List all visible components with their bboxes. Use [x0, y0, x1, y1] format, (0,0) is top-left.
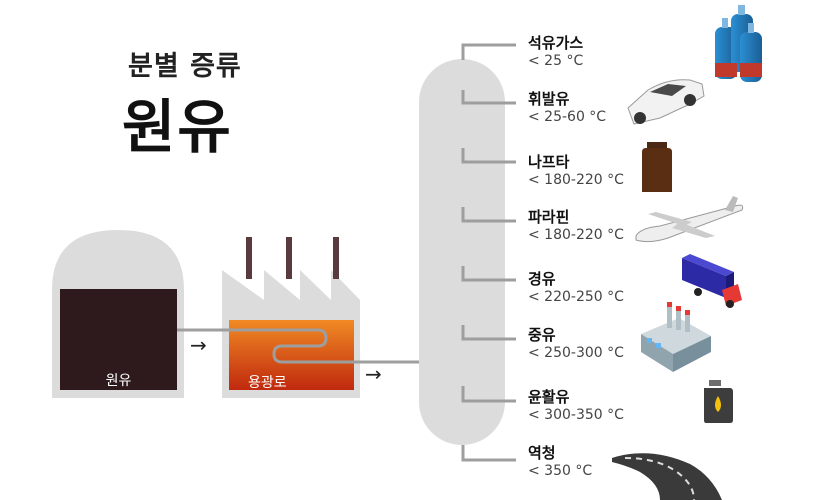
- product-temperature: < 25 °C: [528, 53, 584, 69]
- diagram-title: 원유: [122, 93, 233, 161]
- pipe-fuel-oil: [461, 325, 516, 341]
- pipe-paraffin: [461, 207, 516, 223]
- pipe-diesel: [461, 266, 516, 282]
- pipe-bitumen: [461, 445, 516, 462]
- chimney: [286, 237, 292, 279]
- furnace-label: 용광로: [248, 375, 287, 391]
- product-temperature: < 25-60 °C: [528, 109, 607, 125]
- product-temperature: < 180-220 °C: [528, 227, 624, 243]
- product-gasoline: 휘발유 < 25-60 °C: [528, 88, 606, 125]
- product-name: 석유가스: [528, 34, 584, 52]
- heating-coil-pipe: [177, 328, 420, 364]
- road-icon: [612, 453, 722, 500]
- product-name: 역청: [528, 444, 556, 462]
- flow-arrow: →: [190, 333, 207, 357]
- bottle-icon: [642, 142, 672, 192]
- product-diesel: 경유 < 220-250 °C: [528, 268, 624, 305]
- pipe-lubricating-oil: [461, 386, 516, 403]
- crude-oil-tank: [52, 230, 184, 398]
- product-temperature: < 180-220 °C: [528, 172, 624, 188]
- pipe-gasoline: [461, 90, 516, 105]
- diagram-subtitle: 분별 증류: [128, 51, 242, 82]
- product-pipes: [461, 43, 516, 462]
- gas-cylinders-icon: [715, 5, 762, 82]
- tank-label: 원유: [105, 373, 132, 389]
- product-name: 중유: [528, 326, 556, 344]
- crude-oil-fill: [60, 289, 177, 390]
- product-temperature: < 300-350 °C: [528, 407, 624, 423]
- product-name: 나프타: [528, 153, 570, 171]
- furnace-fire: [229, 320, 354, 390]
- truck-icon: [682, 254, 742, 308]
- product-name: 경유: [528, 270, 556, 288]
- product-bitumen: 역청 < 350 °C: [528, 442, 592, 479]
- product-paraffin: 파라핀 < 180-220 °C: [528, 206, 624, 243]
- car-icon: [627, 79, 705, 125]
- product-name: 파라핀: [528, 208, 570, 226]
- furnace: [177, 237, 420, 398]
- product-fuel-oil: 중유 < 250-300 °C: [528, 324, 624, 361]
- oil-can-icon: [704, 380, 733, 423]
- chimney: [246, 237, 252, 279]
- product-name: 윤활유: [528, 388, 570, 406]
- product-temperature: < 250-300 °C: [528, 345, 624, 361]
- product-naphtha: 나프타 < 180-220 °C: [528, 151, 624, 188]
- product-name: 휘발유: [528, 90, 570, 108]
- product-temperature: < 220-250 °C: [528, 289, 624, 305]
- chimney: [333, 237, 339, 279]
- product-petroleum-gas: 석유가스 < 25 °C: [528, 32, 583, 69]
- airplane-icon: [635, 196, 744, 243]
- product-temperature: < 350 °C: [528, 463, 593, 479]
- distillation-column: [419, 59, 505, 445]
- factory-icon: [641, 302, 711, 372]
- pipe-petroleum-gas: [461, 43, 516, 60]
- flow-arrow: →: [365, 362, 382, 386]
- product-lubricating-oil: 윤활유 < 300-350 °C: [528, 386, 624, 423]
- pipe-naphtha: [461, 148, 516, 164]
